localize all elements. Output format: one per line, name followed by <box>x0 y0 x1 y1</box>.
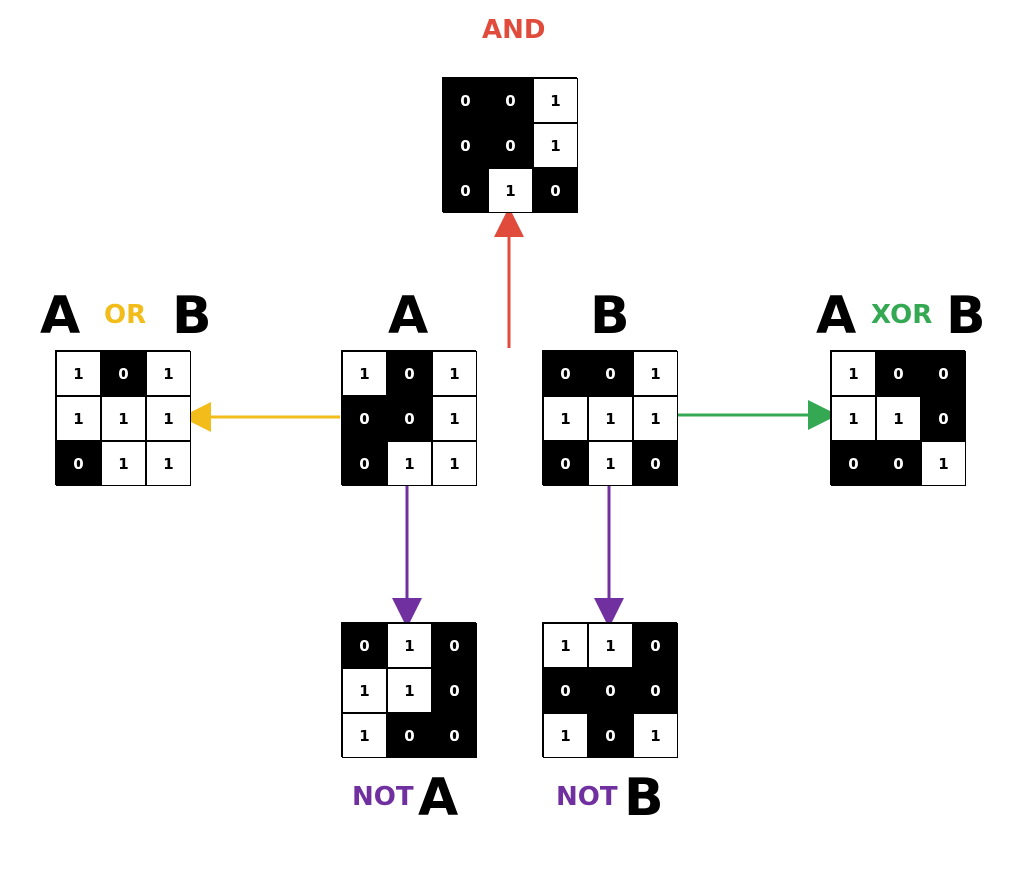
grid-cell: 0 <box>533 168 578 213</box>
not-b-variable: B <box>624 768 664 828</box>
or-left-variable: A <box>40 286 81 346</box>
grid-cell: 1 <box>387 668 432 713</box>
grid-cell: 1 <box>533 123 578 168</box>
grid-cell: 1 <box>101 396 146 441</box>
grid-cell: 0 <box>633 668 678 713</box>
grid-cell: 1 <box>633 713 678 758</box>
grid-cell: 0 <box>831 441 876 486</box>
and-label: AND <box>482 15 546 45</box>
grid-cell: 1 <box>543 623 588 668</box>
grid-cell: 0 <box>387 396 432 441</box>
grid-cell: 0 <box>101 351 146 396</box>
grid-cell: 0 <box>488 78 533 123</box>
grid-cell: 1 <box>56 396 101 441</box>
grid-cell: 0 <box>488 123 533 168</box>
grid-cell: 1 <box>342 713 387 758</box>
grid-cell: 1 <box>633 351 678 396</box>
grid-cell: 0 <box>387 713 432 758</box>
a-label: A <box>388 286 429 346</box>
grid-cell: 1 <box>831 351 876 396</box>
grid-cell: 0 <box>588 351 633 396</box>
grid-cell: 0 <box>432 668 477 713</box>
grid-cell: 0 <box>56 441 101 486</box>
grid-cell: 1 <box>342 351 387 396</box>
grid-cell: 1 <box>588 623 633 668</box>
grid-cell: 0 <box>633 623 678 668</box>
grid-cell: 1 <box>488 168 533 213</box>
grid-cell: 0 <box>588 713 633 758</box>
grid-cell: 1 <box>432 441 477 486</box>
grid-cell: 1 <box>342 668 387 713</box>
grid-cell: 1 <box>831 396 876 441</box>
grid-cell: 0 <box>443 123 488 168</box>
grid-cell: 0 <box>387 351 432 396</box>
grid-cell: 0 <box>543 668 588 713</box>
not-a-operator: NOT <box>352 782 414 812</box>
grid-cell: 1 <box>876 396 921 441</box>
grid-cell: 1 <box>146 396 191 441</box>
grid-cell: 1 <box>56 351 101 396</box>
b-label: B <box>590 286 630 346</box>
xor-left-variable: A <box>816 286 857 346</box>
xor-label: XOR <box>871 300 933 330</box>
or-right-variable: B <box>172 286 212 346</box>
grid-cell: 1 <box>588 441 633 486</box>
grid-cell: 0 <box>443 168 488 213</box>
grid-cell: 1 <box>432 351 477 396</box>
grid-cell: 0 <box>633 441 678 486</box>
grid-cell: 0 <box>432 713 477 758</box>
grid-cell: 0 <box>342 396 387 441</box>
grid-cell: 0 <box>921 396 966 441</box>
grid-cell: 1 <box>387 623 432 668</box>
grid-cell: 0 <box>543 351 588 396</box>
not-a-variable: A <box>418 768 459 828</box>
grid-cell: 1 <box>921 441 966 486</box>
grid-cell: 0 <box>443 78 488 123</box>
grid-cell: 0 <box>342 623 387 668</box>
grid-cell: 1 <box>588 396 633 441</box>
not-b-operator: NOT <box>556 782 618 812</box>
grid-cell: 0 <box>342 441 387 486</box>
or-label: OR <box>104 300 147 330</box>
grid-cell: 1 <box>543 713 588 758</box>
grid-cell: 1 <box>101 441 146 486</box>
grid-cell: 0 <box>588 668 633 713</box>
grid-cell: 0 <box>543 441 588 486</box>
grid-cell: 0 <box>876 351 921 396</box>
grid-cell: 0 <box>876 441 921 486</box>
xor-right-variable: B <box>946 286 986 346</box>
grid-cell: 1 <box>633 396 678 441</box>
grid-cell: 1 <box>146 351 191 396</box>
grid-cell: 0 <box>432 623 477 668</box>
grid-cell: 0 <box>921 351 966 396</box>
grid-cell: 1 <box>387 441 432 486</box>
grid-cell: 1 <box>146 441 191 486</box>
grid-cell: 1 <box>432 396 477 441</box>
grid-cell: 1 <box>543 396 588 441</box>
grid-cell: 1 <box>533 78 578 123</box>
